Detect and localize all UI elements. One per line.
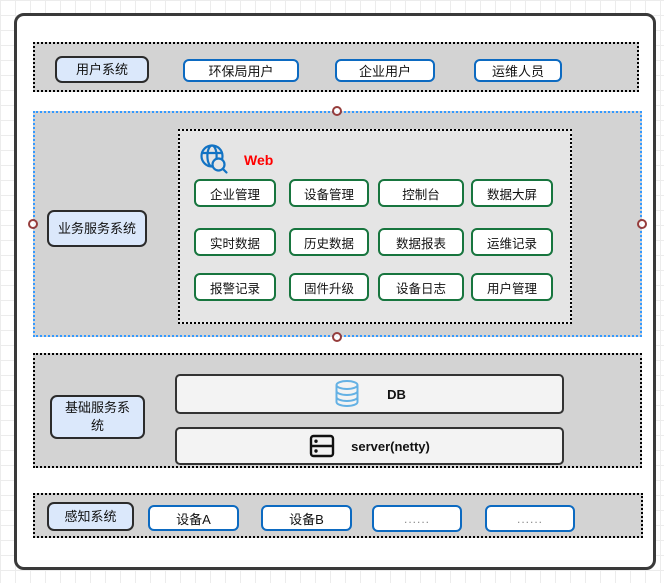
sense-system-label: 感知系统 [64,508,117,524]
sense-system-section[interactable]: 感知系统 设备A 设备B ...... ...... [33,493,643,538]
base-service-section[interactable]: 基础服务系统 DB [33,353,642,468]
module-label: 数据大屏 [486,187,537,202]
device-a-box[interactable]: 设备A [148,505,239,531]
device-a-label: 设备A [176,511,211,527]
device-b-label: 设备B [289,511,324,527]
user-system-label: 用户系统 [75,61,128,77]
database-icon [333,379,361,409]
selection-handle-top[interactable] [332,106,342,116]
device-more-label-2: ...... [516,511,543,526]
user-box-ops[interactable]: 运维人员 [474,59,562,82]
server-label: server(netty) [351,438,430,454]
user-box-epa[interactable]: 环保局用户 [183,59,299,82]
module-label: 用户管理 [486,281,537,296]
web-panel[interactable]: Web 企业管理 设备管理 控制台 数据大屏 实时数据 历史数据 数据报表 [178,129,572,324]
module-firmware-upgrade[interactable]: 固件升级 [289,273,369,301]
globe-search-icon [197,143,231,177]
module-device-log[interactable]: 设备日志 [378,273,464,301]
server-icon [309,434,335,458]
module-label: 企业管理 [209,187,260,202]
module-data-report[interactable]: 数据报表 [378,228,464,256]
db-label: DB [387,386,406,402]
module-data-screen[interactable]: 数据大屏 [471,179,553,207]
module-enterprise-mgmt[interactable]: 企业管理 [194,179,276,207]
module-ops-record[interactable]: 运维记录 [471,228,553,256]
sense-system-label-box[interactable]: 感知系统 [47,502,134,531]
base-service-label: 基础服务系统 [64,400,130,433]
user-box-epa-label: 环保局用户 [208,64,274,79]
module-label: 实时数据 [209,236,260,251]
module-realtime-data[interactable]: 实时数据 [194,228,276,256]
module-label: 固件升级 [303,281,354,296]
user-box-enterprise-label: 企业用户 [358,64,411,79]
device-b-box[interactable]: 设备B [261,505,352,531]
business-system-label-box[interactable]: 业务服务系统 [47,210,147,247]
db-box[interactable]: DB [175,374,564,414]
selection-handle-bottom[interactable] [332,332,342,342]
device-more-box-1[interactable]: ...... [372,505,462,532]
user-system-section[interactable]: 用户系统 环保局用户 企业用户 运维人员 [33,42,639,92]
device-more-label-1: ...... [403,511,430,526]
module-user-mgmt[interactable]: 用户管理 [471,273,553,301]
module-label: 设备日志 [395,281,446,296]
module-label: 控制台 [402,187,440,202]
module-device-mgmt[interactable]: 设备管理 [289,179,369,207]
user-box-ops-label: 运维人员 [491,64,544,79]
web-title: Web [244,152,274,168]
module-label: 数据报表 [395,236,446,251]
web-header: Web [197,143,273,177]
module-label: 报警记录 [209,281,260,296]
device-more-box-2[interactable]: ...... [485,505,575,532]
module-label: 历史数据 [303,236,354,251]
module-alarm-record[interactable]: 报警记录 [194,273,276,301]
user-system-label-box[interactable]: 用户系统 [55,56,149,83]
module-history-data[interactable]: 历史数据 [289,228,369,256]
base-service-label-box[interactable]: 基础服务系统 [50,395,145,439]
user-box-enterprise[interactable]: 企业用户 [335,59,435,82]
module-console[interactable]: 控制台 [378,179,464,207]
business-system-label: 业务服务系统 [57,220,136,236]
selection-handle-left[interactable] [28,219,38,229]
module-label: 设备管理 [303,187,354,202]
selection-handle-right[interactable] [637,219,647,229]
module-label: 运维记录 [486,236,537,251]
server-box[interactable]: server(netty) [175,427,564,465]
business-system-section[interactable]: 业务服务系统 Web [33,111,642,337]
